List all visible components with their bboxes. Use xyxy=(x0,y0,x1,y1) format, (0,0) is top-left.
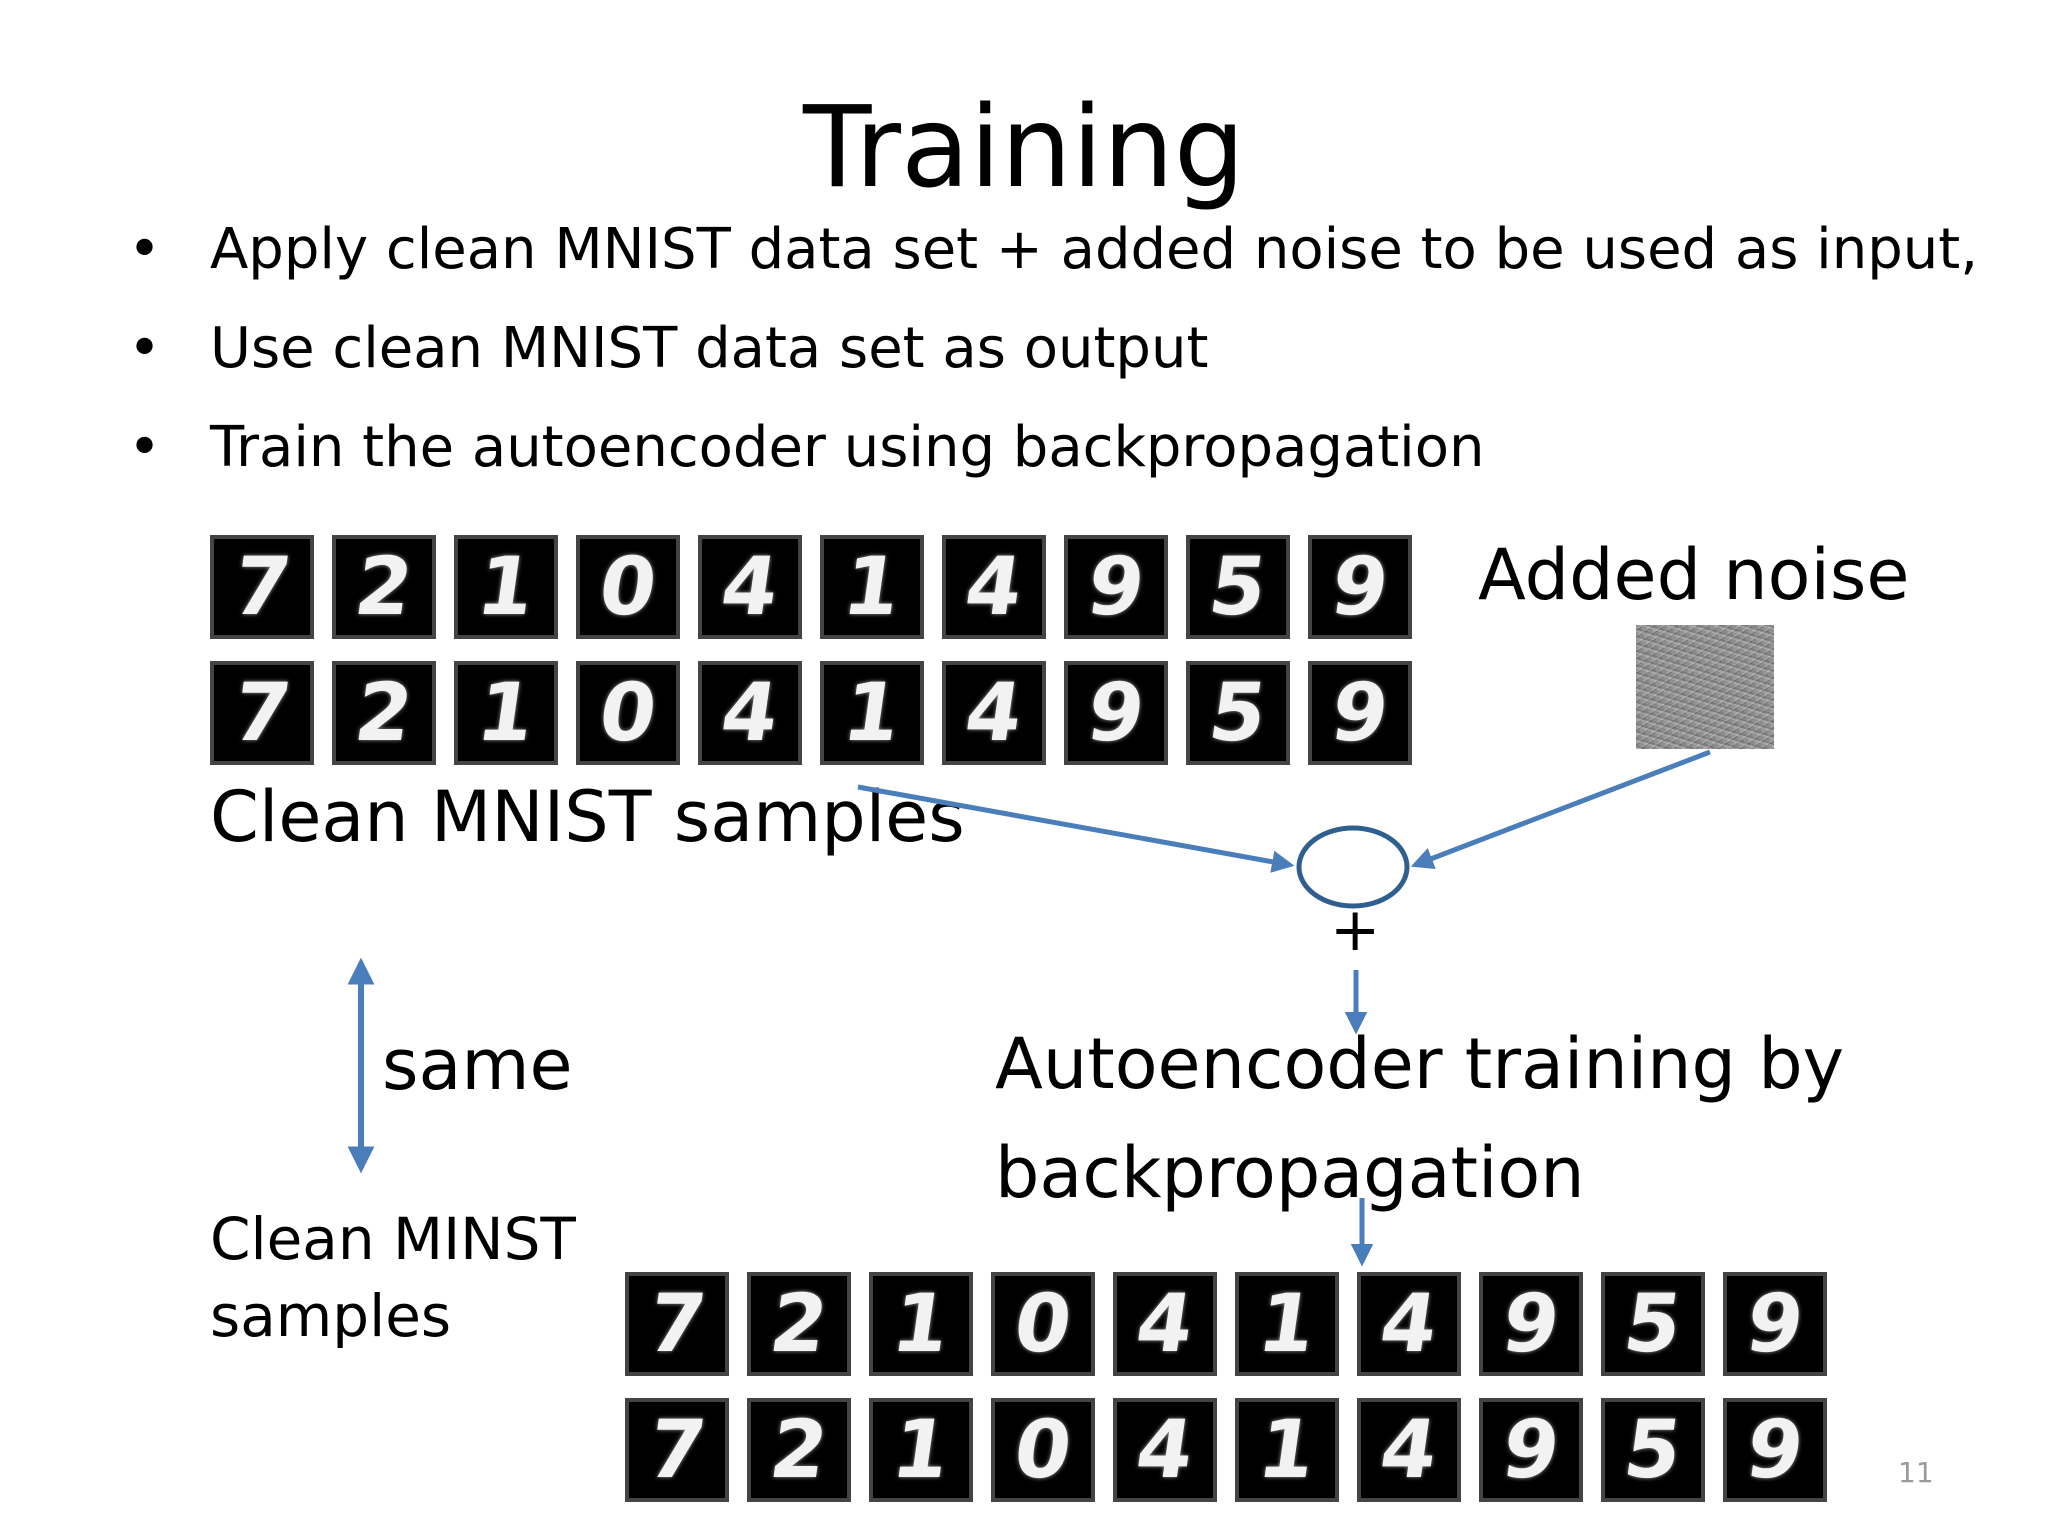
arrow-clean-to-sum xyxy=(857,784,1295,873)
digit-tile: 9 xyxy=(1479,1398,1583,1502)
autoencoder-label: Autoencoder training by backpropagation xyxy=(995,1023,1845,1214)
same-label: same xyxy=(382,1024,573,1106)
digit-tile: 5 xyxy=(1601,1398,1705,1502)
digit-tile: 9 xyxy=(1479,1272,1583,1376)
digit-tile: 1 xyxy=(454,535,558,639)
digit-tile: 9 xyxy=(1723,1398,1827,1502)
digit-tile: 1 xyxy=(820,535,924,639)
sum-node xyxy=(1296,825,1410,909)
bullet-text: Train the autoencoder using backpropagat… xyxy=(210,415,1485,480)
digit-tile: 0 xyxy=(576,661,680,765)
digit-tile: 9 xyxy=(1308,661,1412,765)
digit-tile: 2 xyxy=(332,661,436,765)
digit-tile: 0 xyxy=(576,535,680,639)
clean-samples-label: Clean MNIST samples xyxy=(210,776,965,858)
clean-minst-label: Clean MINST samples xyxy=(210,1205,576,1351)
digit-tile: 1 xyxy=(1235,1398,1339,1502)
bullet-text: Apply clean MNIST data set + added noise… xyxy=(210,217,1979,282)
bullet-text: Use clean MNIST data set as output xyxy=(210,316,1209,381)
digit-tile: 9 xyxy=(1308,535,1412,639)
noise-image xyxy=(1636,625,1774,749)
digit-tile: 1 xyxy=(1235,1272,1339,1376)
arrow-noise-to-sum xyxy=(1410,749,1711,870)
digit-tile: 9 xyxy=(1064,661,1168,765)
digit-tile: 4 xyxy=(1113,1272,1217,1376)
digit-tile: 7 xyxy=(625,1398,729,1502)
digit-tile: 4 xyxy=(698,661,802,765)
digit-tile: 9 xyxy=(1723,1272,1827,1376)
digit-tile: 2 xyxy=(332,535,436,639)
digit-tile: 5 xyxy=(1601,1272,1705,1376)
digit-tile: 4 xyxy=(698,535,802,639)
digit-tile: 1 xyxy=(869,1398,973,1502)
digit-tile: 0 xyxy=(991,1398,1095,1502)
digit-tile: 1 xyxy=(869,1272,973,1376)
digit-tile: 1 xyxy=(454,661,558,765)
digit-tile: 0 xyxy=(991,1272,1095,1376)
bullet-dot: • xyxy=(128,316,162,381)
digit-tile: 4 xyxy=(942,535,1046,639)
digit-tile: 4 xyxy=(1357,1398,1461,1502)
digit-tile: 7 xyxy=(625,1272,729,1376)
digit-tile: 7 xyxy=(210,535,314,639)
digit-tile: 2 xyxy=(747,1398,851,1502)
digit-tile: 9 xyxy=(1064,535,1168,639)
plus-sign: + xyxy=(1330,895,1381,965)
digit-tile: 1 xyxy=(820,661,924,765)
digit-tile: 2 xyxy=(747,1272,851,1376)
digit-tile: 4 xyxy=(942,661,1046,765)
slide-title: Training xyxy=(803,83,1245,213)
added-noise-label: Added noise xyxy=(1478,534,1910,616)
bullet-dot: • xyxy=(128,217,162,282)
page-number: 11 xyxy=(1898,1456,1934,1489)
digit-tile: 4 xyxy=(1113,1398,1217,1502)
digit-tile: 5 xyxy=(1186,661,1290,765)
digit-tile: 4 xyxy=(1357,1272,1461,1376)
digit-tile: 7 xyxy=(210,661,314,765)
digit-tile: 5 xyxy=(1186,535,1290,639)
bullet-dot: • xyxy=(128,415,162,480)
